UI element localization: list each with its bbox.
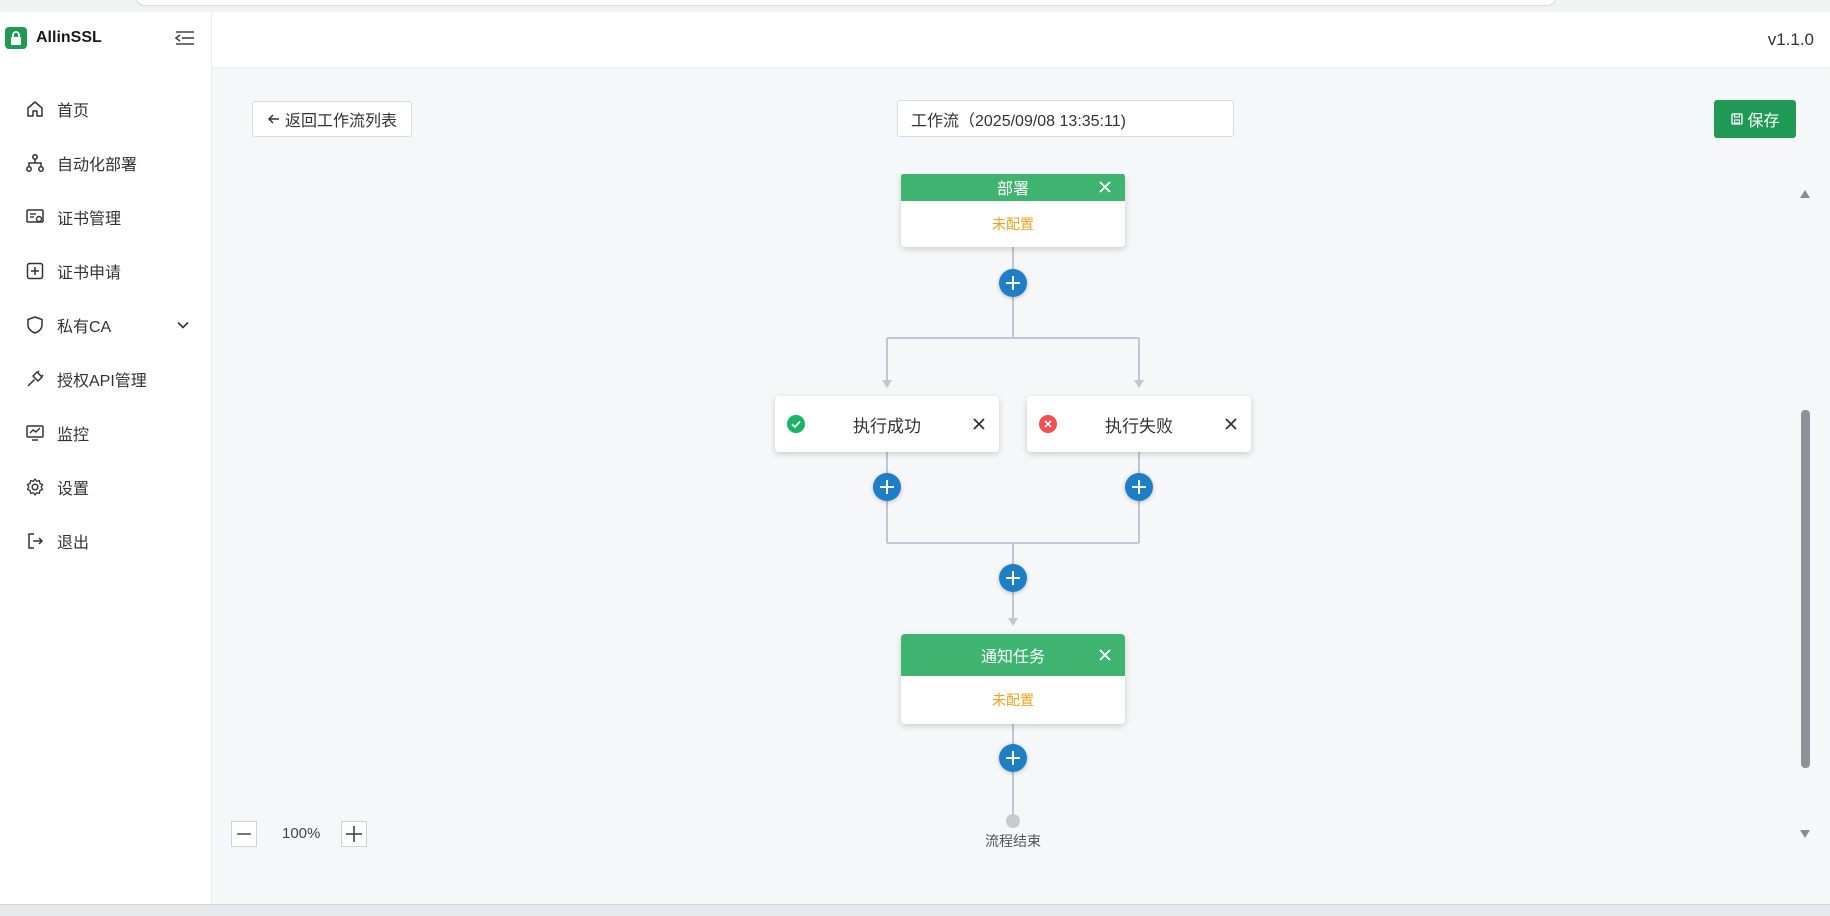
add-node-button[interactable] xyxy=(999,744,1027,772)
plus-icon xyxy=(1006,276,1020,290)
save-icon xyxy=(1731,113,1744,125)
workflow-name-input[interactable] xyxy=(897,100,1234,137)
zoom-level: 100% xyxy=(282,825,321,842)
back-to-workflow-list-button[interactable]: 返回工作流列表 xyxy=(252,101,412,137)
sidebar-item-label: 自动化部署 xyxy=(57,157,138,174)
home-icon xyxy=(24,98,46,120)
header: v1.1.0 xyxy=(212,12,1830,68)
close-icon[interactable] xyxy=(1097,179,1113,195)
address-bar-edge xyxy=(135,0,1557,6)
browser-top-strip xyxy=(0,0,1830,12)
deploy-node-header: 部署 xyxy=(901,174,1125,201)
notify-node-header: 通知任务 xyxy=(901,634,1125,676)
sidebar-item-home[interactable]: 首页 xyxy=(0,87,211,131)
success-branch-label: 执行成功 xyxy=(853,416,921,436)
plus-icon xyxy=(1006,751,1020,765)
sidebar-item-cert-apply[interactable]: 证书申请 xyxy=(0,249,211,293)
plus-icon xyxy=(1132,480,1146,494)
success-branch-node[interactable]: 执行成功 xyxy=(775,396,999,452)
close-icon[interactable] xyxy=(971,416,987,432)
plus-icon xyxy=(880,480,894,494)
add-node-button[interactable] xyxy=(999,269,1027,297)
close-icon[interactable] xyxy=(1097,647,1113,663)
logout-icon xyxy=(24,530,46,552)
check-circle-icon xyxy=(787,415,805,433)
workflow-icon xyxy=(24,152,46,174)
monitor-icon xyxy=(24,422,46,444)
sidebar-item-label: 授权API管理 xyxy=(57,373,147,390)
plus-icon xyxy=(1006,571,1020,585)
plus-icon xyxy=(346,826,362,842)
sidebar-item-api-auth[interactable]: 授权API管理 xyxy=(0,357,211,401)
plus-square-icon xyxy=(24,260,46,282)
gear-icon xyxy=(24,476,46,498)
scrollbar-thumb[interactable] xyxy=(1801,410,1810,768)
workflow-canvas[interactable]: 部署 未配置 执行成功 执行失败 通知任务 未配置 流程结束 xyxy=(212,174,1802,902)
sidebar-item-label: 证书管理 xyxy=(57,211,122,228)
vertical-scrollbar[interactable] xyxy=(1794,174,1816,846)
notify-node-status: 未配置 xyxy=(992,692,1034,708)
sidebar-item-private-ca[interactable]: 私有CA xyxy=(0,303,211,347)
fail-branch-node[interactable]: 执行失败 xyxy=(1027,396,1251,452)
collapse-menu-icon[interactable] xyxy=(174,28,196,48)
bottom-scrollbar-track xyxy=(0,904,1830,916)
plug-icon xyxy=(24,368,46,390)
scroll-up-arrow-icon[interactable] xyxy=(1800,190,1810,198)
flow-end-dot xyxy=(1006,814,1020,828)
app-name: AllinSSL xyxy=(36,29,102,46)
sidebar-item-label: 设置 xyxy=(57,481,90,498)
sidebar: AllinSSL 首页 自动化部署 证书管理 证书申请 私有CA 授权API管理 xyxy=(0,12,212,905)
save-button[interactable]: 保存 xyxy=(1714,100,1796,138)
zoom-in-button[interactable] xyxy=(341,821,367,847)
add-node-button[interactable] xyxy=(1125,473,1153,501)
lock-logo-icon xyxy=(5,27,27,49)
notify-node-title: 通知任务 xyxy=(980,649,1045,666)
error-circle-icon xyxy=(1039,415,1057,433)
notify-node[interactable]: 通知任务 未配置 xyxy=(901,634,1125,724)
certificate-icon xyxy=(24,206,46,228)
back-button-label: 返回工作流列表 xyxy=(284,113,397,130)
arrow-left-icon xyxy=(267,114,279,124)
add-node-button[interactable] xyxy=(873,473,901,501)
flow-end-label: 流程结束 xyxy=(985,833,1041,849)
deploy-node[interactable]: 部署 未配置 xyxy=(901,174,1125,247)
sidebar-item-certificates[interactable]: 证书管理 xyxy=(0,195,211,239)
version-label: v1.1.0 xyxy=(1767,30,1814,49)
minus-icon xyxy=(237,833,251,835)
shield-icon xyxy=(24,314,46,336)
sidebar-item-label: 监控 xyxy=(57,427,90,444)
sidebar-item-settings[interactable]: 设置 xyxy=(0,465,211,509)
save-button-label: 保存 xyxy=(1747,113,1780,130)
sidebar-item-label: 证书申请 xyxy=(57,265,122,282)
sidebar-item-auto-deploy[interactable]: 自动化部署 xyxy=(0,141,211,185)
close-icon[interactable] xyxy=(1223,416,1239,432)
add-node-button[interactable] xyxy=(999,564,1027,592)
fail-branch-label: 执行失败 xyxy=(1105,416,1173,436)
sidebar-item-label: 私有CA xyxy=(57,319,112,336)
sidebar-item-monitor[interactable]: 监控 xyxy=(0,411,211,455)
sidebar-item-label: 首页 xyxy=(57,103,90,120)
sidebar-item-logout[interactable]: 退出 xyxy=(0,519,211,563)
chevron-down-icon xyxy=(174,316,192,334)
deploy-node-status: 未配置 xyxy=(992,216,1034,232)
brand[interactable]: AllinSSL xyxy=(5,26,102,50)
scroll-down-arrow-icon[interactable] xyxy=(1800,830,1810,838)
sidebar-item-label: 退出 xyxy=(57,535,90,552)
deploy-node-title: 部署 xyxy=(996,181,1029,198)
zoom-out-button[interactable] xyxy=(231,821,257,847)
